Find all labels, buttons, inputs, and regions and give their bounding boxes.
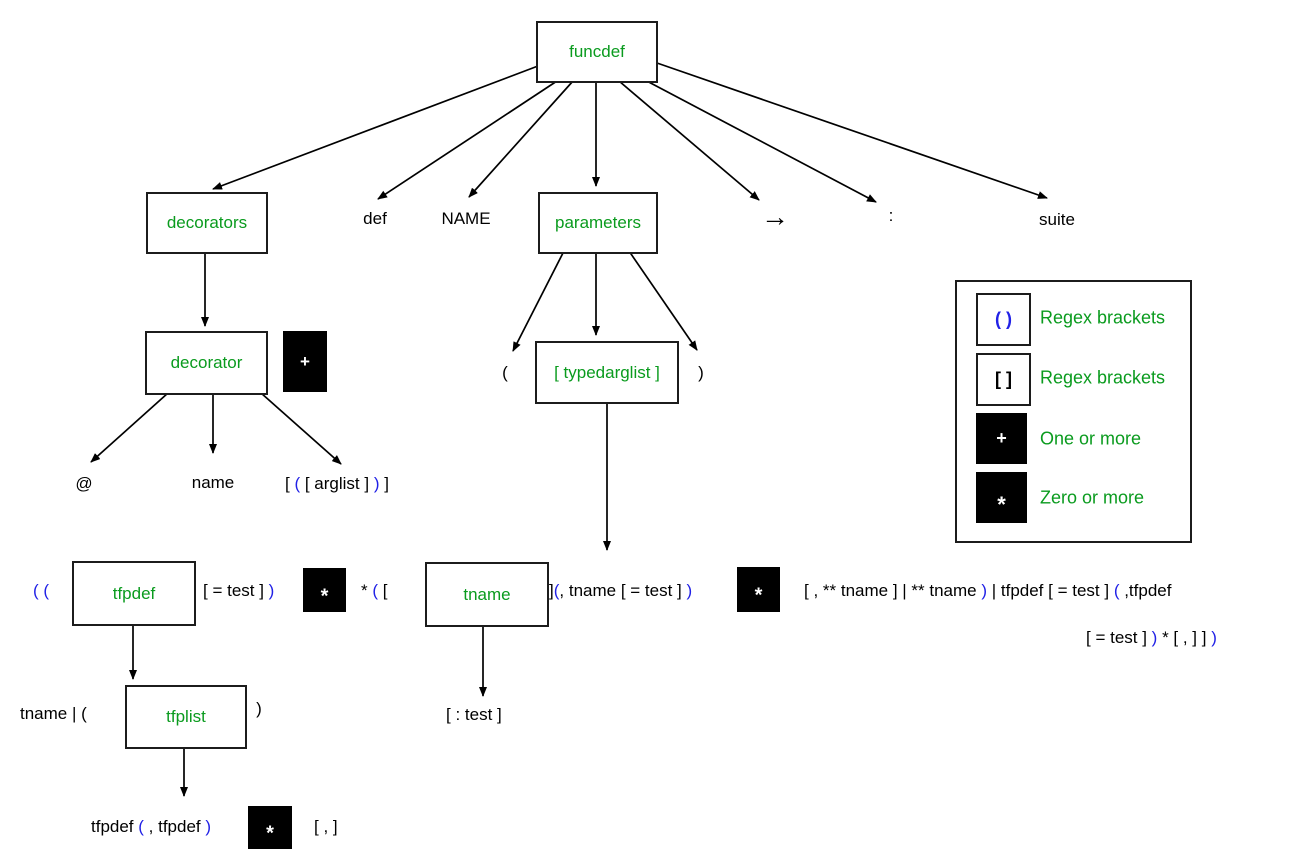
token-segment: ) — [373, 474, 385, 493]
token-name: name — [191, 473, 235, 492]
legend-plus-icon: + — [976, 413, 1027, 464]
token-segment: ( — [138, 817, 149, 836]
token-NAME: NAME — [441, 209, 491, 228]
node-typedarglist: [ typedarglist ] — [535, 341, 679, 404]
node-funcdef: funcdef — [536, 21, 658, 83]
token-segment: [ — [285, 474, 295, 493]
expr-star-open: * ( [ — [361, 581, 387, 601]
token-segment: ) — [981, 581, 992, 600]
edge-decorator-arglist — [260, 392, 342, 465]
token-rparen: ) — [698, 363, 704, 382]
legend-label: Regex brackets — [1040, 307, 1166, 328]
node-tfpdef: tfpdef — [72, 561, 196, 626]
token-segment: | tfpdef [ = test ] — [991, 581, 1114, 600]
token-segment: [ — [382, 581, 388, 600]
edge-decorator-at — [90, 392, 169, 463]
expr-comma-optional: [ , ] — [314, 817, 338, 837]
token-at: @ — [75, 474, 93, 493]
token-segment: ) — [268, 581, 275, 600]
token-segment: ] — [384, 474, 389, 493]
token-segment: ] — [549, 581, 554, 600]
token-segment: [ arglist ] — [304, 474, 374, 493]
token-segment: , tname [ = test ] — [559, 581, 687, 600]
token-segment: ( ( — [33, 581, 50, 600]
expr-typedarglist-open: ( ( — [33, 581, 49, 601]
token-segment: ( — [294, 474, 305, 493]
zero-or-more-box: * — [303, 568, 346, 612]
legend: ( ) Regex brackets [ ] Regex brackets + … — [955, 280, 1192, 543]
token-segment: [ = test ] — [203, 581, 269, 600]
legend-label: Regex brackets — [1040, 367, 1166, 388]
token-segment: * [ , ] ] — [1162, 628, 1212, 647]
token-colon: : — [888, 206, 894, 225]
token-lparen: ( — [502, 363, 508, 382]
one-or-more-box: + — [283, 331, 327, 392]
edge-funcdef-colon — [642, 78, 877, 203]
node-decorator: decorator — [145, 331, 268, 395]
token-segment: ) — [205, 817, 212, 836]
expr-tname-suffix: ](, tname [ = test ] ) — [549, 581, 692, 601]
token-segment: * — [361, 581, 373, 600]
zero-or-more-box: * — [248, 806, 292, 849]
legend-regex-paren-icon: ( ) — [976, 293, 1031, 346]
token-segment: ,tfpdef — [1124, 581, 1172, 600]
token-segment: [ : test ] — [446, 705, 502, 724]
token-segment: , tfpdef — [148, 817, 206, 836]
expr-tfplist-prefix: tname | ( — [20, 704, 87, 724]
token-segment: ( — [553, 581, 560, 600]
token-def: def — [363, 209, 387, 228]
plus-icon: + — [300, 351, 310, 371]
legend-star-icon: * — [976, 472, 1027, 523]
token-segment: tname | ( — [20, 704, 87, 723]
token-suite: suite — [1039, 210, 1075, 229]
node-tname: tname — [425, 562, 549, 627]
edge-parameters-lparen — [512, 250, 565, 352]
node-decorators: decorators — [146, 192, 268, 254]
star-icon: * — [266, 822, 274, 845]
edge-parameters-rparen — [628, 250, 698, 351]
token-segment: tfpdef — [91, 817, 139, 836]
zero-or-more-box: * — [737, 567, 780, 612]
token-segment: ( — [1113, 581, 1125, 600]
token-segment: ) — [1211, 628, 1217, 647]
token-rparen-tfplist: ) — [256, 699, 262, 718]
token-segment: ) — [686, 581, 693, 600]
edge-funcdef-def — [377, 80, 558, 200]
expr-decorator-arglist: [ ( [ arglist ] ) ] — [285, 474, 389, 494]
star-icon: * — [754, 584, 763, 607]
token-segment: ) — [1151, 628, 1163, 647]
edge-funcdef-arrow-token — [618, 80, 760, 201]
edge-funcdef-name — [468, 80, 574, 198]
expr-tfplist-expansion: tfpdef ( , tfpdef ) — [91, 817, 211, 837]
edge-funcdef-suite — [656, 62, 1048, 199]
token-segment: [ = test ] — [1086, 628, 1152, 647]
token-segment: [ , ] — [314, 817, 338, 836]
expr-tname-expansion: [ : test ] — [446, 705, 502, 725]
legend-regex-bracket-icon: [ ] — [976, 353, 1031, 406]
expr-kwargs-part: [ , ** tname ] | ** tname ) | tfpdef [ =… — [804, 581, 1171, 601]
token-arrow: → — [761, 201, 789, 232]
node-tfplist: tfplist — [125, 685, 247, 749]
expr-tfpdef-suffix: [ = test ] ) — [203, 581, 274, 601]
token-segment: ( — [372, 581, 383, 600]
node-parameters: parameters — [538, 192, 658, 254]
legend-label: One or more — [1040, 428, 1142, 449]
token-segment: [ , ** tname ] | ** tname — [804, 581, 982, 600]
star-icon: * — [320, 584, 329, 607]
star-icon: * — [997, 491, 1006, 517]
expr-kwargs-part2: [ = test ] ) * [ , ] ] ) — [1086, 628, 1217, 648]
edge-funcdef-decorators — [212, 65, 539, 190]
legend-label: Zero or more — [1040, 487, 1145, 508]
